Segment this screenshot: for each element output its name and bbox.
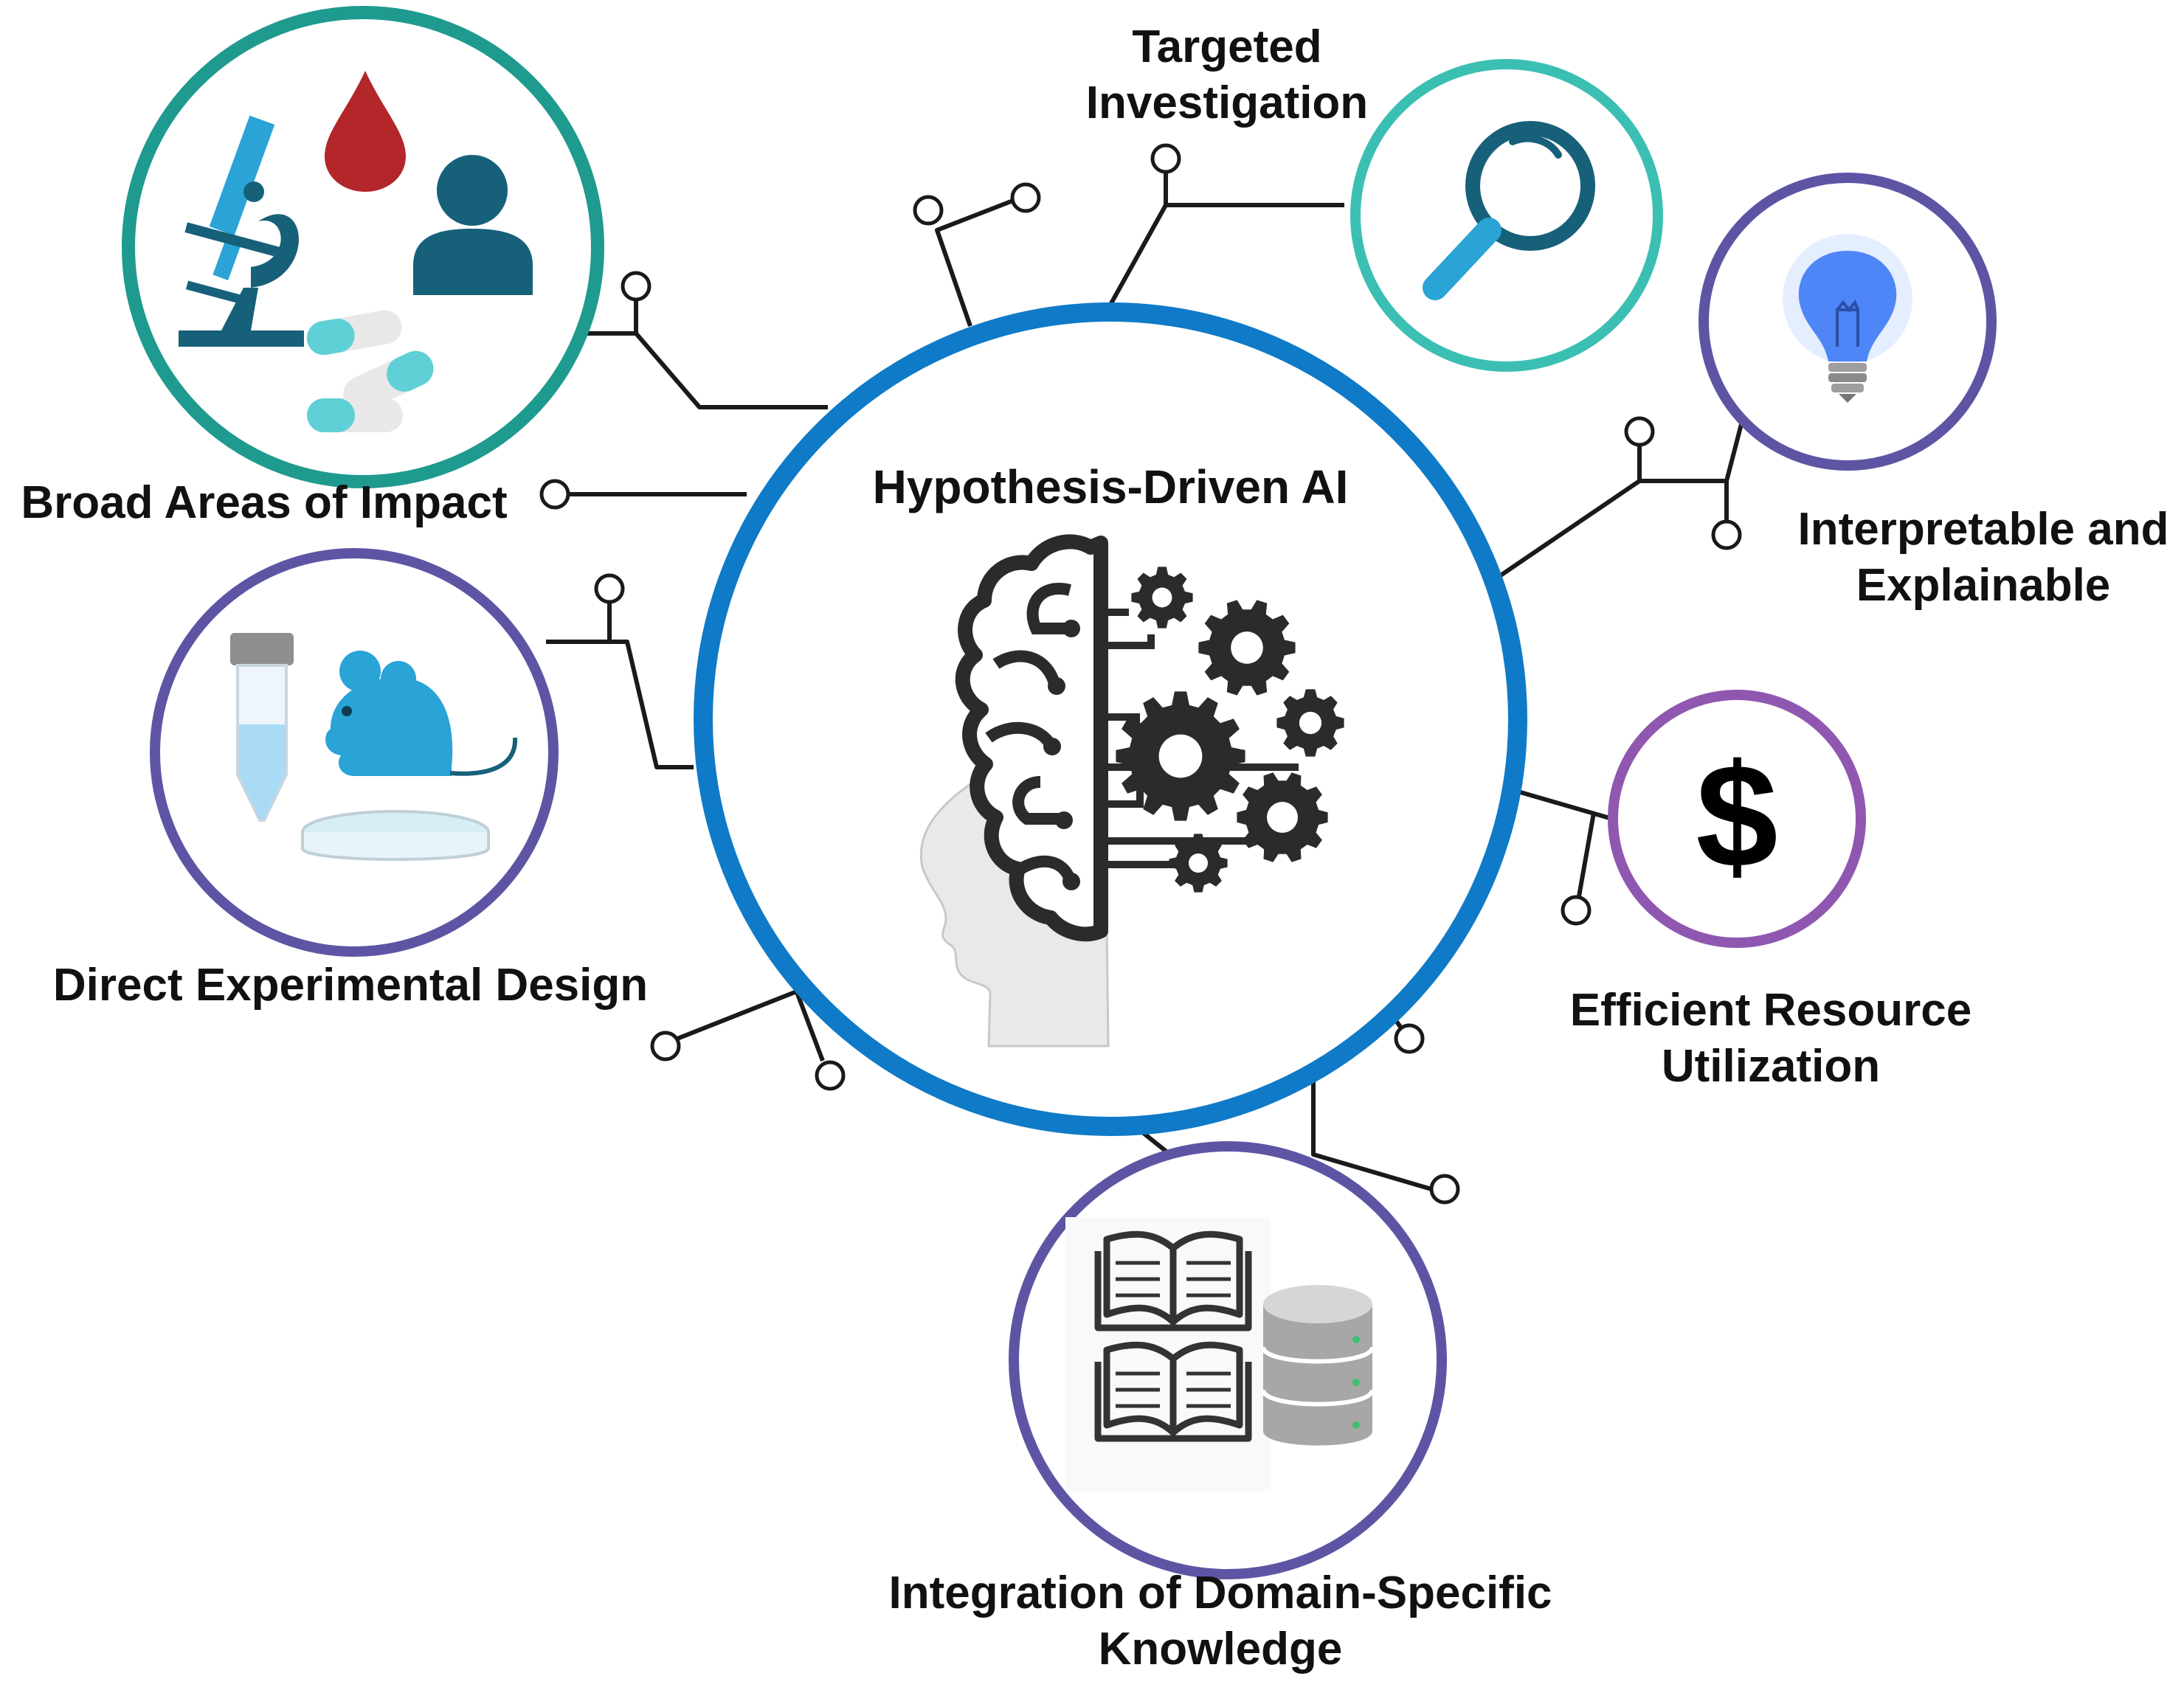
- blood-drop-icon: [325, 71, 406, 192]
- microscope-icon: [179, 115, 304, 347]
- center-hub: Hypothesis-Driven AI: [694, 302, 1527, 1136]
- gear-hole: [1158, 734, 1203, 778]
- center-title: Hypothesis-Driven AI: [873, 460, 1349, 513]
- gear-hole: [1152, 587, 1172, 608]
- gear-hole: [1231, 631, 1263, 664]
- petri-dish-icon: [301, 810, 490, 861]
- open-book-icon: [1094, 1230, 1252, 1442]
- gear-hole: [1299, 711, 1322, 735]
- brain-gears-icon: [919, 534, 1299, 1047]
- efficient-label-line: Utilization: [1662, 1041, 1880, 1092]
- broad-label-line: Broad Areas of Impact: [21, 477, 507, 528]
- circuit-connectors: [539, 143, 1744, 1205]
- gear-hole: [1267, 802, 1298, 833]
- light-bulb-icon: [1783, 234, 1912, 403]
- mouse-icon: [325, 651, 518, 776]
- domain-label-line: Knowledge: [1099, 1624, 1343, 1675]
- experimental-label-line: Direct Experimental Design: [53, 960, 648, 1011]
- broad-areas-label: Broad Areas of Impact: [21, 477, 507, 528]
- person-icon: [413, 155, 533, 295]
- experimental-design-label: Direct Experimental Design: [53, 960, 648, 1011]
- efficient-resource-ring: [1608, 690, 1866, 948]
- interpretable-label-line: Explainable: [1856, 560, 2111, 611]
- gear-hole: [1188, 853, 1209, 873]
- node-experimental-design: Direct Experimental Design: [53, 548, 648, 1011]
- targeted-label-line: Targeted: [1132, 21, 1321, 72]
- dollar-sign-icon: $: [1696, 734, 1777, 898]
- magnifying-glass-icon: [1423, 121, 1595, 300]
- efficient-label-line: Efficient Resource: [1570, 985, 1972, 1036]
- interpretable-label-line: Interpretable and: [1798, 504, 2169, 555]
- test-tube-icon: [230, 633, 294, 822]
- database-icon: [1261, 1285, 1375, 1446]
- domain-label-line: Integration of Domain-Specific: [888, 1568, 1552, 1618]
- targeted-label-line: Investigation: [1086, 77, 1368, 128]
- gears-group: [1116, 567, 1344, 893]
- node-broad-areas: Broad Areas of Impact: [21, 6, 604, 528]
- pill-capsule-icon: [306, 310, 434, 432]
